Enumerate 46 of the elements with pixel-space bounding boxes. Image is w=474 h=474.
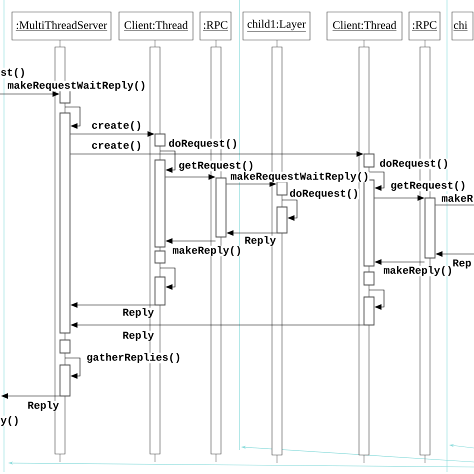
message-label: getRequest(): [178, 160, 254, 172]
activation-box: [276, 182, 288, 196]
activation-box: [364, 296, 374, 326]
message-label: st(): [0, 68, 26, 78]
object-box: :RPC: [200, 12, 232, 40]
activation-box: [276, 206, 288, 234]
message-label: y(): [0, 416, 20, 426]
object-box: chi: [452, 12, 474, 40]
activation-box: [154, 250, 166, 264]
self-call-arrow: [368, 172, 384, 191]
self-call-arrow: [64, 358, 80, 379]
message-label: Rep: [452, 259, 472, 269]
message-label: makeReply(): [383, 266, 454, 276]
message-label: gatherReplies(): [86, 352, 182, 364]
self-call-arrow: [64, 106, 80, 129]
activation-box: [60, 364, 70, 396]
self-call-arrow: [160, 150, 176, 173]
activation-box: [216, 178, 226, 238]
message-label: create(): [91, 140, 142, 152]
message-label: makeReply(): [172, 246, 242, 256]
message-label: Reply: [244, 236, 276, 246]
self-call-arrow: [160, 268, 176, 290]
message-label: Reply: [27, 400, 60, 412]
activation-box: [154, 160, 166, 248]
activation-box: [60, 112, 70, 334]
message-label: doRequest(): [379, 158, 450, 170]
message-label: Reply: [122, 308, 154, 318]
activation-box: [424, 198, 436, 258]
activation-box: [154, 276, 166, 306]
message-label: doRequest(): [168, 138, 238, 150]
object-box: Client:Thread: [326, 12, 402, 40]
activation-box: [364, 272, 374, 286]
object-box: child1:Layer: [242, 12, 310, 40]
activation-box: [364, 154, 374, 168]
message-label: makeR: [441, 194, 474, 202]
message-label: Reply: [122, 330, 154, 342]
self-call-arrow: [368, 290, 384, 310]
object-box: :MultiThreadServer: [12, 12, 112, 40]
self-call-arrow: [282, 200, 298, 221]
object-box: :RPC: [408, 12, 440, 40]
object-box: Client:Thread: [118, 12, 194, 40]
activation-box: [60, 340, 70, 354]
activation-box: [60, 90, 70, 104]
message-label: create(): [91, 120, 142, 132]
activation-box: [154, 134, 166, 146]
message-label: getRequest(): [390, 180, 466, 192]
